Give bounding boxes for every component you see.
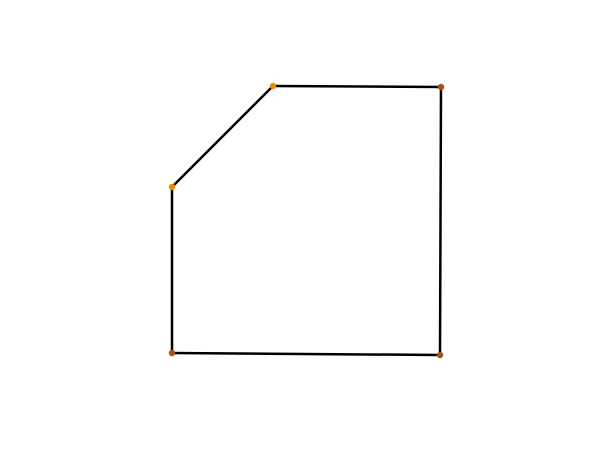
vertex-left-upper <box>168 183 176 191</box>
vertex-top-right <box>437 83 445 91</box>
polygon-vertices <box>168 82 445 359</box>
polygon-edge-right <box>438 85 443 357</box>
polygon-edge-bottom <box>170 351 442 357</box>
polygon-edge-top <box>271 84 443 89</box>
vertex-bottom-left <box>168 349 176 357</box>
polygon-edges <box>170 84 443 357</box>
polygon-edge-diagonal <box>170 84 275 189</box>
vertex-top-left-upper <box>269 82 277 90</box>
vertex-bottom-right <box>436 351 444 359</box>
